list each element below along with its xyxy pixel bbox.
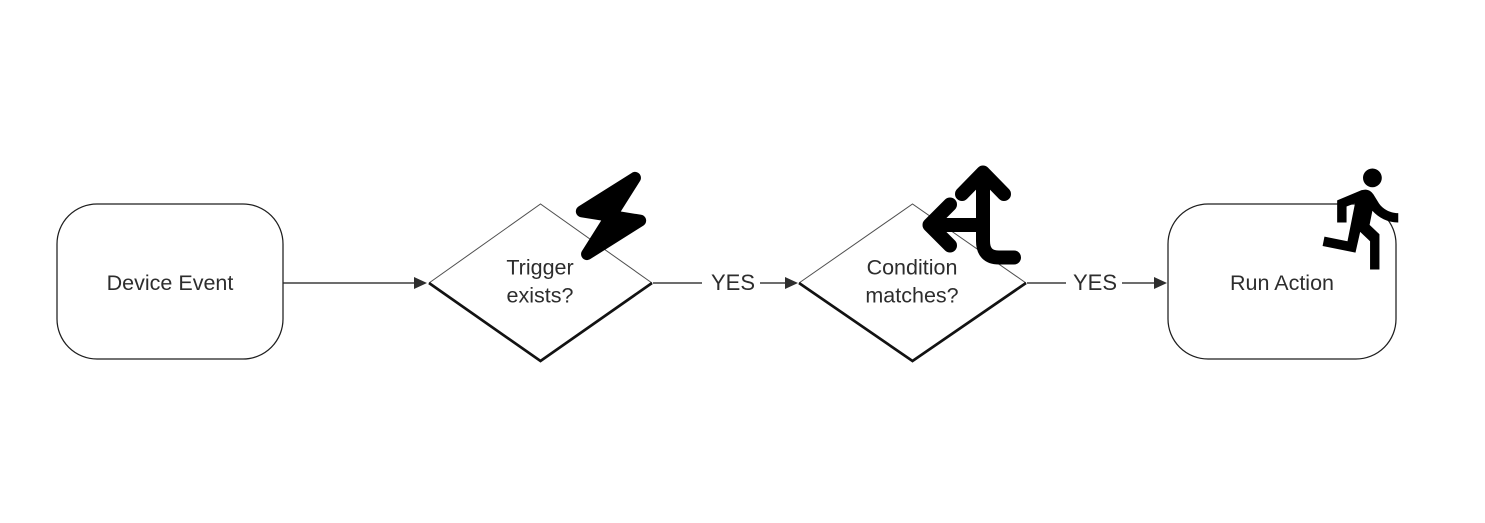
arrowhead-icon <box>414 277 427 289</box>
run-action-label: Run Action <box>1230 271 1334 295</box>
trigger-exists-label-line2: exists? <box>507 284 574 308</box>
edge-condition-to-action-label: YES <box>1073 270 1117 295</box>
arrowhead-icon <box>1154 277 1167 289</box>
directions-split-icon <box>922 165 1021 265</box>
trigger-exists-diamond-top-edge <box>428 203 653 284</box>
device-event-node <box>56 203 284 360</box>
lightning-bolt-icon <box>575 171 647 261</box>
running-person-icon <box>1322 168 1399 270</box>
device-event-label: Device Event <box>107 271 234 295</box>
trigger-exists-label-line1: Trigger <box>506 256 573 280</box>
arrowhead-icon <box>785 277 798 289</box>
condition-matches-label-line1: Condition <box>867 256 958 280</box>
condition-matches-diamond-bottom-edge <box>798 281 1027 363</box>
condition-matches-label-line2: matches? <box>865 284 958 308</box>
edge-trigger-to-condition-label: YES <box>711 270 755 295</box>
trigger-exists-diamond-bottom-edge <box>428 281 653 363</box>
